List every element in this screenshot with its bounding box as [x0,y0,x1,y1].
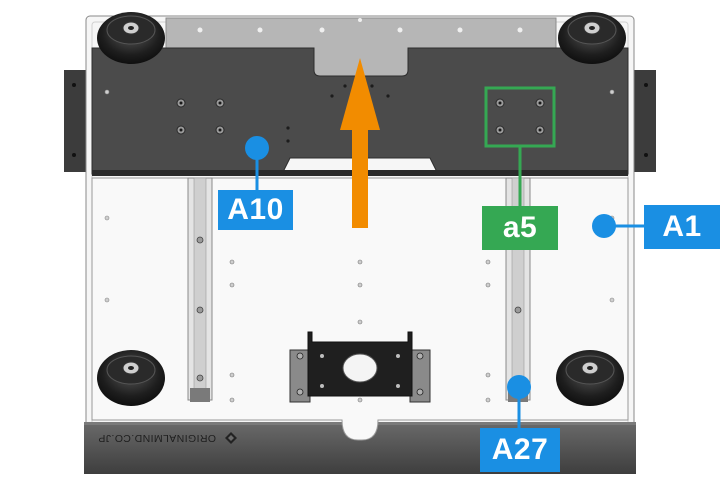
label-a5-text: a5 [502,211,538,244]
label-a27: A27 [480,428,560,472]
rubber-foot-bottom-right [556,350,624,406]
rubber-foot-top-left [97,12,165,64]
brand-logo-icon [225,432,237,444]
brand-text-label: ORIGINALMIND.CO.JP [98,432,217,444]
left-rail [187,177,213,402]
label-a10: A10 [218,190,293,230]
right-side-bracket [634,70,656,172]
forward-direction-arrow-icon [340,58,380,228]
label-a27-text: A27 [491,433,549,466]
label-a5: a5 [482,206,558,250]
left-side-bracket [64,70,86,172]
brand-text: ORIGINALMIND.CO.JP [98,430,216,446]
rubber-foot-top-right [558,12,626,64]
label-a1-text: A1 [662,210,702,243]
rubber-foot-bottom-left [97,350,165,406]
label-a1: A1 [644,205,720,249]
center-motor-bracket [289,331,431,403]
label-a10-text: A10 [227,193,284,226]
